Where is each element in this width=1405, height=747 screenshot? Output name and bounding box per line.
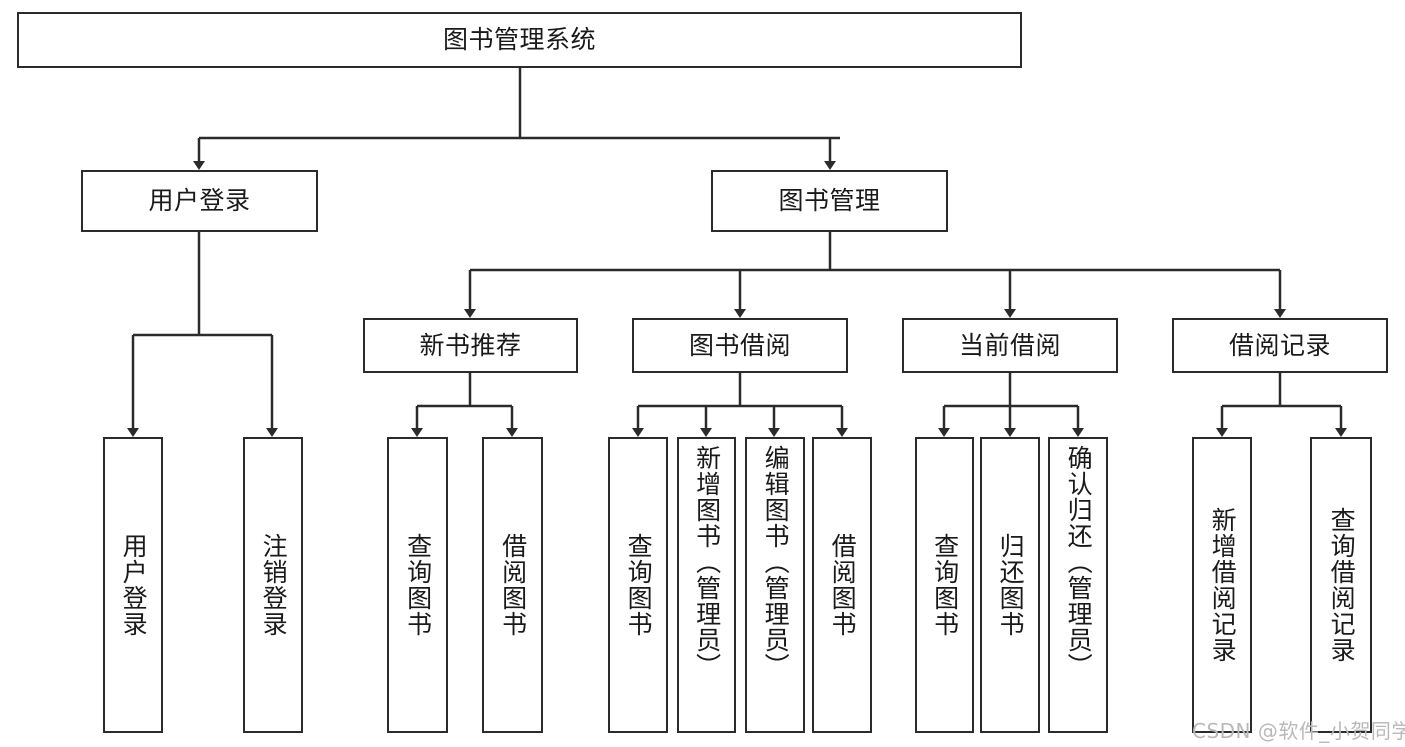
node-leaf-record-query-label: 查询借阅记录 bbox=[1327, 507, 1357, 663]
node-leaf-newbook-query-label: 查询图书 bbox=[403, 533, 433, 637]
node-leaf-current-return[interactable]: 归还图书 bbox=[980, 437, 1040, 733]
node-leaf-current-query[interactable]: 查询图书 bbox=[915, 437, 974, 733]
node-leaf-borrow-do-label: 借阅图书 bbox=[828, 533, 858, 637]
node-leaf-borrow-add-label: 新增图书（管理员） bbox=[692, 445, 722, 679]
node-book-borrow[interactable]: 图书借阅 bbox=[632, 318, 848, 373]
node-current-borrow-label: 当前借阅 bbox=[958, 330, 1061, 360]
node-borrow-record[interactable]: 借阅记录 bbox=[1172, 318, 1388, 373]
node-leaf-current-confirm[interactable]: 确认归还（管理员） bbox=[1048, 437, 1108, 733]
node-leaf-newbook-borrow[interactable]: 借阅图书 bbox=[482, 437, 543, 733]
node-book-manage[interactable]: 图书管理 bbox=[711, 170, 948, 232]
node-leaf-borrow-edit[interactable]: 编辑图书（管理员） bbox=[745, 437, 805, 733]
node-new-book-label: 新书推荐 bbox=[419, 330, 522, 360]
node-root-label: 图书管理系统 bbox=[442, 25, 596, 55]
node-leaf-logout[interactable]: 注销登录 bbox=[243, 437, 303, 733]
node-leaf-borrow-edit-label: 编辑图书（管理员） bbox=[761, 445, 791, 679]
node-leaf-borrow-query-label: 查询图书 bbox=[624, 533, 654, 637]
node-leaf-newbook-borrow-label: 借阅图书 bbox=[498, 533, 528, 637]
node-book-manage-label: 图书管理 bbox=[778, 186, 881, 216]
node-borrow-record-label: 借阅记录 bbox=[1228, 330, 1331, 360]
node-new-book[interactable]: 新书推荐 bbox=[363, 318, 578, 373]
node-leaf-record-add[interactable]: 新增借阅记录 bbox=[1192, 437, 1252, 733]
csdn-watermark: CSDN @软件_小贺同学 bbox=[1192, 719, 1405, 743]
node-root[interactable]: 图书管理系统 bbox=[17, 12, 1022, 68]
node-leaf-user-login[interactable]: 用户登录 bbox=[103, 437, 163, 733]
node-leaf-current-return-label: 归还图书 bbox=[996, 533, 1026, 637]
node-current-borrow[interactable]: 当前借阅 bbox=[902, 318, 1118, 373]
node-leaf-record-query[interactable]: 查询借阅记录 bbox=[1310, 437, 1372, 733]
node-leaf-user-login-label: 用户登录 bbox=[119, 533, 149, 637]
node-user-login[interactable]: 用户登录 bbox=[81, 170, 318, 232]
node-leaf-borrow-query[interactable]: 查询图书 bbox=[608, 437, 668, 733]
node-leaf-logout-label: 注销登录 bbox=[259, 533, 289, 637]
node-leaf-current-confirm-label: 确认归还（管理员） bbox=[1064, 445, 1094, 679]
node-leaf-borrow-add[interactable]: 新增图书（管理员） bbox=[677, 437, 736, 733]
node-leaf-borrow-do[interactable]: 借阅图书 bbox=[812, 437, 872, 733]
node-leaf-record-add-label: 新增借阅记录 bbox=[1208, 507, 1238, 663]
node-user-login-label: 用户登录 bbox=[148, 186, 251, 216]
node-leaf-newbook-query[interactable]: 查询图书 bbox=[387, 437, 448, 733]
node-leaf-current-query-label: 查询图书 bbox=[930, 533, 960, 637]
node-book-borrow-label: 图书借阅 bbox=[688, 330, 791, 360]
